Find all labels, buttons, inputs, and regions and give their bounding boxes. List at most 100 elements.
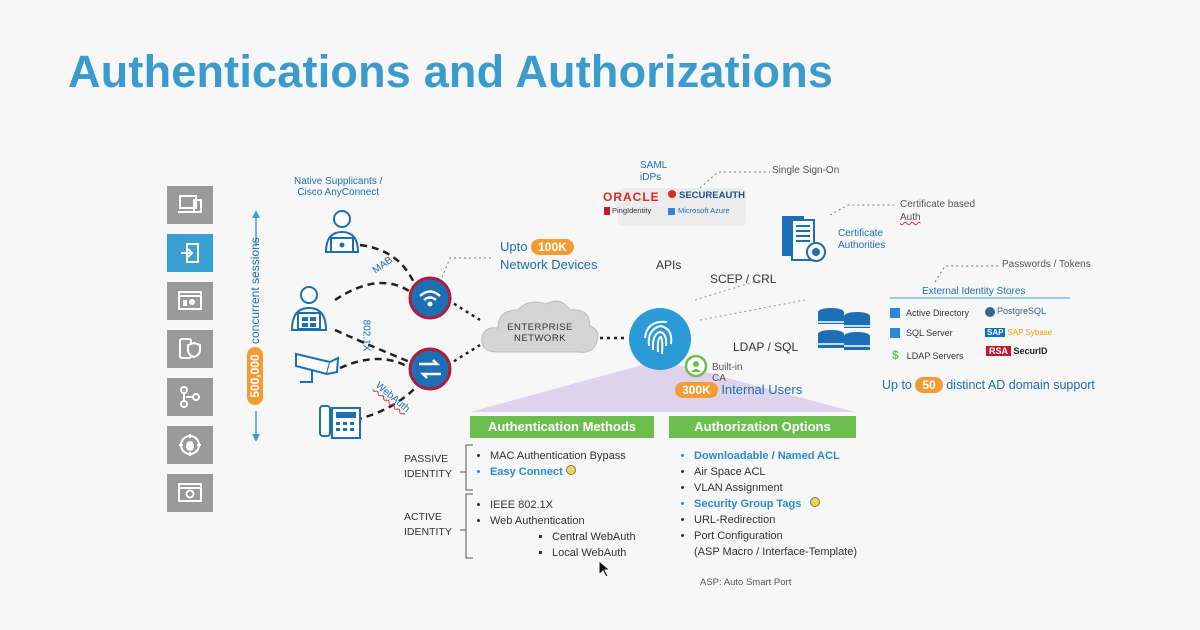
cert-label-line2: Authorities bbox=[838, 240, 885, 252]
oracle-logo: ORACLE bbox=[603, 190, 660, 204]
list-item: Local WebAuth bbox=[552, 545, 636, 561]
sso-label: Single Sign-On bbox=[772, 165, 839, 176]
secureauth-icon bbox=[668, 190, 676, 198]
list-item: MAC Authentication Bypass bbox=[490, 448, 626, 464]
cursor-dot-icon bbox=[566, 465, 576, 475]
active-directory-label: Active Directory bbox=[906, 308, 969, 318]
enterprise-network-cloud: ENTERPRISE NETWORK bbox=[478, 296, 602, 360]
ldap-sql-label: LDAP / SQL bbox=[733, 340, 798, 354]
passive-identity-label: PASSIVE IDENTITY bbox=[404, 452, 452, 482]
list-item: Air Space ACL bbox=[694, 464, 857, 480]
sap-label: SAP Sybase bbox=[1007, 328, 1052, 337]
list-item: URL-Redirection bbox=[694, 512, 857, 528]
ldap-icon: $ bbox=[892, 348, 899, 362]
ldap-servers-item: $ LDAP Servers bbox=[892, 348, 964, 362]
camera-icon bbox=[294, 348, 340, 393]
sgt-label: Security Group Tags bbox=[694, 498, 801, 510]
azure-icon bbox=[668, 208, 675, 215]
ad-domain-support: Up to 50 distinct AD domain support bbox=[882, 378, 1095, 392]
laptop-user-icon bbox=[322, 210, 362, 259]
passive-methods-list: MAC Authentication Bypass Easy Connect bbox=[474, 448, 626, 480]
authentication-methods-header: Authentication Methods bbox=[470, 416, 654, 438]
network-devices-label: Network Devices bbox=[500, 256, 598, 273]
azure-text: Microsoft Azure bbox=[678, 206, 730, 215]
cert-based-auth-note: Certificate based Auth bbox=[900, 198, 975, 224]
native-label-line1: Native Supplicants / bbox=[294, 176, 382, 187]
internal-users-callout: 300K Internal Users bbox=[675, 382, 802, 397]
pc-user-icon bbox=[288, 286, 330, 337]
network-devices-count: 100K bbox=[531, 239, 574, 255]
ad-domain-count: 50 bbox=[915, 377, 942, 393]
builtin-ca-label: Built-in CA bbox=[712, 362, 743, 384]
secureauth-text: SECUREAUTH bbox=[679, 190, 745, 201]
list-item: (ASP Macro / Interface-Template) bbox=[694, 544, 857, 560]
passive-line2: IDENTITY bbox=[404, 467, 452, 482]
ad-upto: Up to bbox=[882, 378, 912, 392]
certificate-server-icon bbox=[780, 214, 834, 269]
wireless-ap-icon bbox=[407, 275, 453, 326]
list-item: Port Configuration bbox=[694, 528, 857, 544]
list-item: VLAN Assignment bbox=[694, 480, 857, 496]
easy-connect-label: Easy Connect bbox=[490, 466, 563, 478]
builtin-ca-line1: Built-in bbox=[712, 362, 743, 373]
rsa-icon: RSA bbox=[986, 346, 1011, 356]
windows-icon bbox=[890, 328, 900, 338]
list-item: Security Group Tags bbox=[694, 496, 857, 512]
active-directory-item: Active Directory bbox=[890, 308, 969, 319]
active-line1: ACTIVE bbox=[404, 510, 452, 525]
sql-server-label: SQL Server bbox=[906, 328, 953, 338]
builtin-ca-icon bbox=[684, 354, 710, 383]
dot1x-label: 802.1X bbox=[360, 320, 371, 352]
external-identity-stores-title: External Identity Stores bbox=[922, 286, 1025, 297]
native-label-line2: Cisco AnyConnect bbox=[294, 187, 382, 198]
ping-text: PingIdentity bbox=[612, 206, 651, 215]
ldap-servers-label: LDAP Servers bbox=[907, 351, 964, 361]
mouse-cursor-icon bbox=[598, 560, 612, 583]
list-item: Web Authentication bbox=[490, 513, 636, 529]
switch-icon bbox=[407, 346, 453, 397]
cert-label-line1: Certificate bbox=[838, 228, 885, 240]
phone-icon bbox=[318, 400, 362, 445]
internal-users-label: Internal Users bbox=[721, 382, 802, 397]
apis-label: APIs bbox=[656, 258, 681, 272]
secureauth-logo: SECUREAUTH bbox=[668, 190, 745, 201]
list-item: Downloadable / Named ACL bbox=[694, 448, 857, 464]
postgres-label: PostgreSQL bbox=[997, 306, 1046, 316]
list-item: Easy Connect bbox=[490, 464, 626, 480]
azure-logo: Microsoft Azure bbox=[668, 206, 730, 215]
rsa-item: RSA SecurID bbox=[986, 346, 1048, 356]
native-supplicants-label: Native Supplicants / Cisco AnyConnect bbox=[294, 176, 382, 198]
list-item: Central WebAuth bbox=[552, 529, 636, 545]
authorization-options-header: Authorization Options bbox=[669, 416, 856, 438]
scep-label: SCEP / CRL bbox=[710, 272, 776, 286]
saml-line1: SAML bbox=[640, 160, 667, 172]
securid-label: SecurID bbox=[1014, 346, 1048, 356]
cert-note-line1: Certificate based bbox=[900, 198, 975, 211]
network-devices-upto: Upto bbox=[500, 239, 527, 254]
asp-footnote: ASP: Auto Smart Port bbox=[700, 577, 791, 588]
passwords-tokens-note: Passwords / Tokens bbox=[1002, 259, 1091, 270]
enterprise-line2: NETWORK bbox=[478, 333, 602, 344]
database-icon bbox=[814, 306, 874, 363]
sap-icon: SAP bbox=[985, 328, 1005, 337]
postgres-item: PostgreSQL bbox=[985, 306, 1046, 317]
active-line2: IDENTITY bbox=[404, 525, 452, 540]
cursor-dot-icon bbox=[810, 497, 820, 507]
ad-domain-label: distinct AD domain support bbox=[946, 378, 1095, 392]
active-identity-label: ACTIVE IDENTITY bbox=[404, 510, 452, 540]
network-devices-callout: Upto 100K Network Devices bbox=[500, 238, 598, 273]
internal-users-count: 300K bbox=[675, 382, 718, 398]
saml-line2: iDPs bbox=[640, 172, 667, 184]
enterprise-line1: ENTERPRISE bbox=[478, 322, 602, 333]
authorization-options-list: Downloadable / Named ACL Air Space ACL V… bbox=[678, 448, 857, 560]
sql-server-item: SQL Server bbox=[890, 328, 953, 339]
certificate-authorities-label: Certificate Authorities bbox=[838, 228, 885, 252]
saml-label: SAML iDPs bbox=[640, 160, 667, 184]
windows-icon bbox=[890, 308, 900, 318]
postgres-icon bbox=[985, 307, 995, 317]
passive-line1: PASSIVE bbox=[404, 452, 452, 467]
ping-logo: PingIdentity bbox=[604, 206, 651, 215]
ping-icon bbox=[604, 207, 610, 215]
active-methods-list: IEEE 802.1X Web Authentication Central W… bbox=[474, 497, 636, 561]
